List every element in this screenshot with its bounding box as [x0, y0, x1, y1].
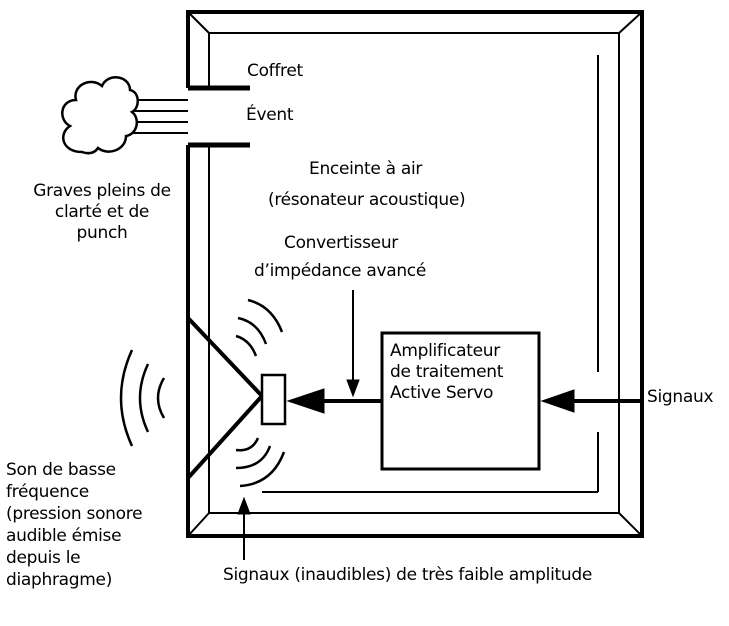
label-amplificateur: Amplificateur de traitement Active Servo [390, 341, 503, 404]
label-graves-line: clarté et de [54, 202, 150, 222]
label-son-line: audible émise [6, 526, 122, 546]
label-son-line: depuis le [6, 548, 81, 568]
cabinet-box [186, 10, 644, 538]
amplifier-box [380, 331, 541, 471]
label-son-line: Son de basse [6, 460, 116, 480]
label-resonateur: (résonateur acoustique) [268, 190, 466, 210]
sound-wave-icon [119, 349, 166, 447]
label-son-line: diaphragme) [6, 570, 113, 590]
label-son-basse: Son de basse fréquence (pression sonore … [6, 459, 143, 591]
label-event: Évent [246, 105, 294, 125]
label-faible-amplitude: Signaux (inaudibles) de très faible ampl… [223, 565, 593, 585]
arrow-icon [237, 290, 640, 560]
label-impedance: d’impédance avancé [254, 261, 426, 281]
label-amplificateur-line: Active Servo [390, 383, 494, 403]
label-amplificateur-line: de traitement [390, 362, 504, 382]
label-amplificateur-line: Amplificateur [390, 341, 500, 361]
inner-wave-lower [235, 437, 286, 488]
speaker-cone-icon [186, 316, 287, 480]
inner-wave-upper [235, 298, 284, 357]
label-son-line: (pression sonore [6, 504, 143, 524]
label-coffret: Coffret [247, 61, 303, 81]
label-son-line: fréquence [6, 482, 89, 502]
vent-port [188, 85, 250, 148]
label-signaux: Signaux [647, 387, 714, 407]
label-convertisseur: Convertisseur [284, 233, 398, 253]
air-flow-lines [133, 99, 188, 134]
label-graves: Graves pleins de clarté et de punch [9, 181, 195, 244]
label-graves-line: Graves pleins de [33, 181, 171, 201]
label-enceinte: Enceinte à air [309, 159, 423, 179]
cloud-icon [61, 76, 139, 155]
label-graves-line: punch [76, 223, 128, 243]
